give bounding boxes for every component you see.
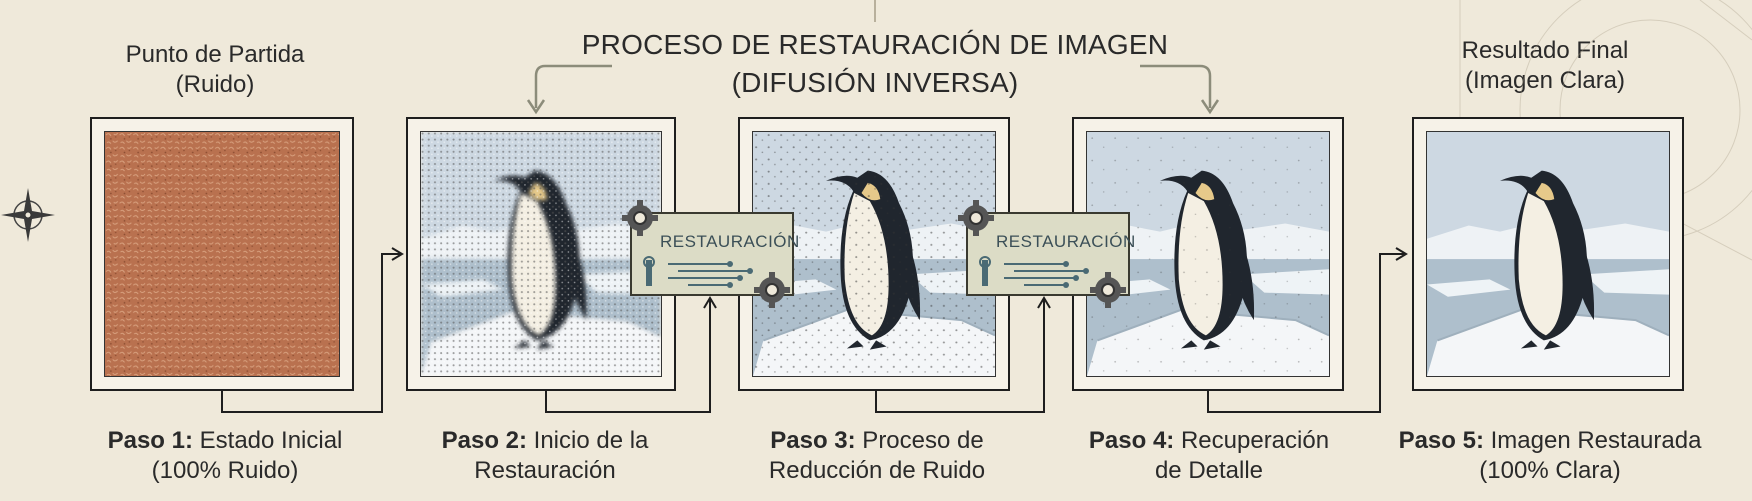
wrench-circuit-icon bbox=[643, 256, 753, 288]
gear-icon bbox=[754, 272, 790, 308]
gear-icon bbox=[958, 200, 994, 236]
step1-number: Paso 1: bbox=[107, 427, 193, 454]
step2-title: Inicio de la bbox=[526, 427, 649, 454]
step3-subtitle: Reducción de Ruido bbox=[768, 457, 986, 484]
step3-number: Paso 3: bbox=[770, 427, 856, 454]
step3-caption: Paso 3: Proceso de Reducción de Ruido bbox=[732, 426, 1022, 486]
start-label: Punto de Partida (Ruido) bbox=[100, 40, 330, 100]
start-label-line1: Punto de Partida bbox=[125, 41, 305, 68]
penguin-heavy-noise-image bbox=[420, 131, 662, 377]
penguin-clear-image bbox=[1426, 131, 1670, 377]
step2-number: Paso 2: bbox=[441, 427, 527, 454]
restoration-box-2: RESTAURACIÓN bbox=[966, 212, 1135, 296]
step2-subtitle: Restauración bbox=[474, 457, 616, 484]
end-label-line2: (Imagen Clara) bbox=[1464, 67, 1626, 94]
process-title-line2: (DIFUSIÓN INVERSA) bbox=[731, 67, 1019, 98]
step1-caption: Paso 1: Estado Inicial (100% Ruido) bbox=[80, 426, 370, 486]
step5-number: Paso 5: bbox=[1398, 427, 1484, 454]
step2-image-frame bbox=[406, 117, 676, 391]
restoration-box-1-label: RESTAURACIÓN bbox=[660, 232, 800, 251]
wrench-circuit-icon bbox=[979, 256, 1089, 288]
process-title-line1: PROCESO DE RESTAURACIÓN DE IMAGEN bbox=[581, 29, 1169, 60]
step3-title: Proceso de bbox=[855, 427, 984, 454]
gear-icon bbox=[1090, 272, 1126, 308]
step5-caption: Paso 5: Imagen Restaurada (100% Clara) bbox=[1390, 426, 1710, 486]
step5-subtitle: (100% Clara) bbox=[1479, 457, 1621, 484]
step1-image-frame bbox=[90, 117, 354, 391]
end-label: Resultado Final (Imagen Clara) bbox=[1430, 36, 1660, 96]
step4-caption: Paso 4: Recuperación de Detalle bbox=[1064, 426, 1354, 486]
restoration-box-2-label: RESTAURACIÓN bbox=[996, 232, 1136, 251]
step1-subtitle: (100% Ruido) bbox=[151, 457, 299, 484]
end-label-line1: Resultado Final bbox=[1461, 37, 1629, 64]
step5-title: Imagen Restaurada bbox=[1483, 427, 1702, 454]
noise-image bbox=[104, 131, 340, 377]
step4-number: Paso 4: bbox=[1088, 427, 1175, 454]
step1-title: Estado Inicial bbox=[192, 427, 343, 454]
gear-icon bbox=[622, 200, 658, 236]
step2-caption: Paso 2: Inicio de la Restauración bbox=[400, 426, 690, 486]
process-title: PROCESO DE RESTAURACIÓN DE IMAGEN (DIFUS… bbox=[580, 26, 1170, 102]
step5-image-frame bbox=[1412, 117, 1684, 391]
compass-rose-icon bbox=[1, 188, 55, 242]
step4-title: Recuperación bbox=[1174, 427, 1330, 454]
step4-subtitle: de Detalle bbox=[1154, 457, 1264, 484]
start-label-line2: (Ruido) bbox=[175, 71, 255, 98]
